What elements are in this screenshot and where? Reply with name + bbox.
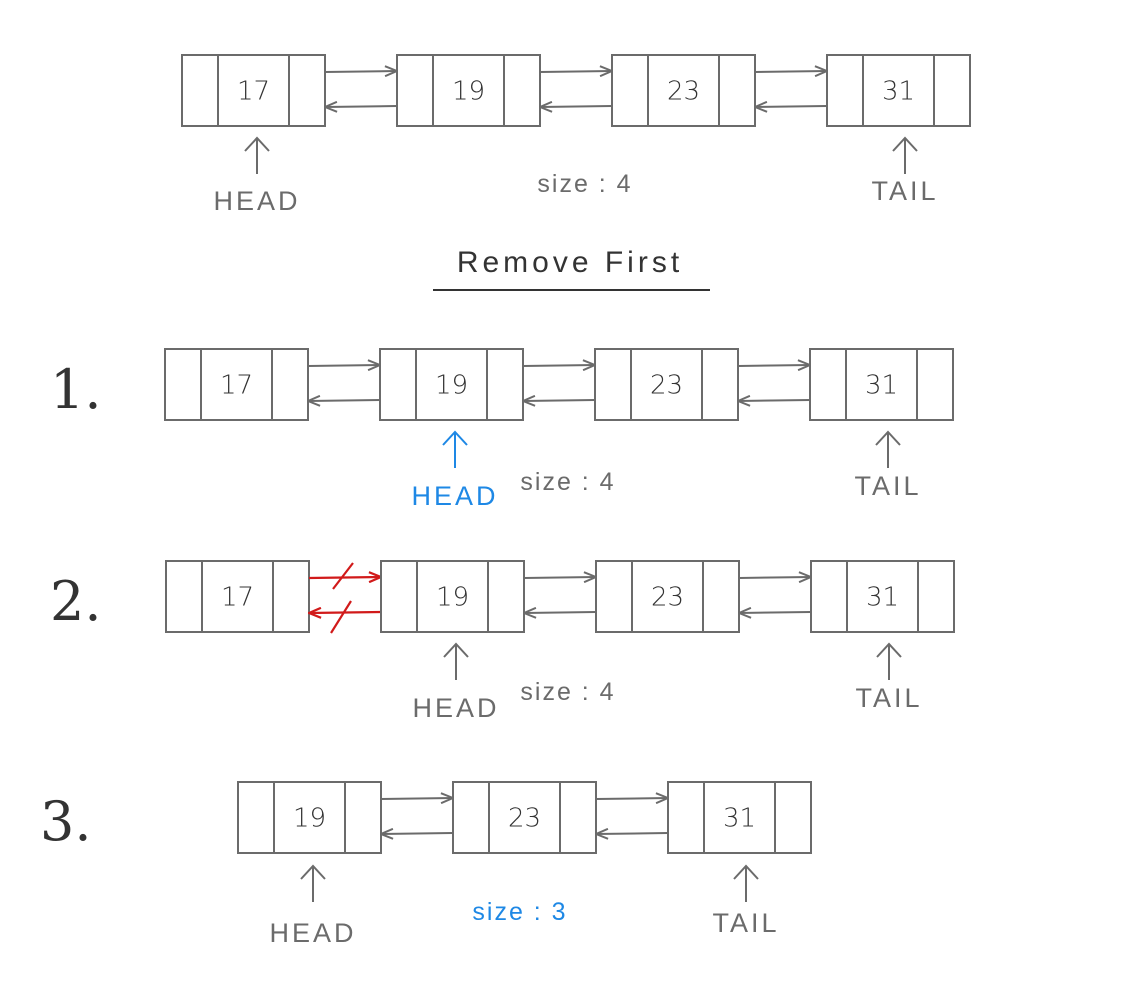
tail-label: TAIL <box>854 471 921 501</box>
head-label: HEAD <box>213 186 300 216</box>
node-box <box>826 54 971 127</box>
size-label: size : 4 <box>520 678 615 706</box>
section-title: Remove First <box>457 246 683 279</box>
up-arrow-icon <box>244 136 270 152</box>
node-value: 17 <box>237 77 270 107</box>
head-label: HEAD <box>411 481 498 511</box>
node-box <box>379 348 524 421</box>
up-arrow-icon <box>892 136 918 152</box>
up-arrow-icon <box>442 430 468 446</box>
tail-label: TAIL <box>871 176 938 206</box>
node-box <box>165 560 310 633</box>
next-link <box>307 365 380 366</box>
node-value: 17 <box>220 371 253 401</box>
tail-label: TAIL <box>712 908 779 938</box>
step-number: 3. <box>40 790 92 853</box>
list-node: 19 <box>379 348 524 421</box>
cut-mark <box>330 600 352 634</box>
next-link <box>738 577 811 578</box>
up-arrow-icon <box>733 864 759 880</box>
list-node: 23 <box>611 54 756 127</box>
node-box <box>237 781 382 854</box>
head-label: HEAD <box>412 693 499 723</box>
list-node: 19 <box>396 54 541 127</box>
node-box <box>810 560 955 633</box>
prev-link <box>755 106 828 107</box>
node-value: 19 <box>435 371 468 401</box>
step-number: 1. <box>50 358 102 421</box>
size-label: size : 3 <box>472 898 567 926</box>
up-arrow-icon <box>876 642 902 658</box>
cut-mark <box>332 562 354 590</box>
list-node: 17 <box>164 348 309 421</box>
next-link <box>523 577 596 578</box>
next-link <box>754 71 827 72</box>
node-value: 31 <box>882 77 915 107</box>
step-number: 2. <box>50 570 102 633</box>
list-node: 31 <box>810 560 955 633</box>
next-link <box>737 365 810 366</box>
node-box <box>611 54 756 127</box>
prev-link <box>308 400 381 401</box>
node-value: 31 <box>865 371 898 401</box>
node-box <box>809 348 954 421</box>
node-value: 19 <box>436 583 469 613</box>
tail-label: TAIL <box>855 683 922 713</box>
up-arrow-icon <box>875 430 901 446</box>
prev-link <box>540 106 613 107</box>
node-value: 19 <box>452 77 485 107</box>
up-arrow-icon <box>443 642 469 658</box>
node-box <box>595 560 740 633</box>
next-link <box>522 365 595 366</box>
prev-link <box>739 612 812 613</box>
node-box <box>380 560 525 633</box>
node-value: 19 <box>293 804 326 834</box>
node-box <box>452 781 597 854</box>
prev-link <box>524 612 597 613</box>
prev-link <box>325 106 398 107</box>
up-arrow-icon <box>300 864 326 880</box>
node-value: 23 <box>667 77 700 107</box>
list-node: 31 <box>667 781 812 854</box>
node-value: 31 <box>866 583 899 613</box>
prev-link <box>381 833 454 834</box>
list-node: 31 <box>826 54 971 127</box>
list-node: 17 <box>181 54 326 127</box>
list-node: 17 <box>165 560 310 633</box>
node-box <box>181 54 326 127</box>
list-node: 23 <box>452 781 597 854</box>
node-value: 23 <box>651 583 684 613</box>
node-box <box>667 781 812 854</box>
list-node: 23 <box>595 560 740 633</box>
head-label: HEAD <box>269 918 356 948</box>
prev-link <box>523 400 596 401</box>
node-box <box>164 348 309 421</box>
node-value: 31 <box>723 804 756 834</box>
next-link <box>324 71 397 72</box>
removed-next-link <box>308 577 381 578</box>
size-label: size : 4 <box>537 170 632 198</box>
next-link <box>539 71 612 72</box>
list-node: 19 <box>380 560 525 633</box>
next-link <box>380 798 453 799</box>
prev-link <box>596 833 669 834</box>
node-box <box>594 348 739 421</box>
next-link <box>595 798 668 799</box>
node-value: 17 <box>221 583 254 613</box>
node-value: 23 <box>508 804 541 834</box>
list-node: 19 <box>237 781 382 854</box>
list-node: 31 <box>809 348 954 421</box>
prev-link <box>738 400 811 401</box>
node-value: 23 <box>650 371 683 401</box>
size-label: size : 4 <box>520 468 615 496</box>
list-node: 23 <box>594 348 739 421</box>
node-box <box>396 54 541 127</box>
